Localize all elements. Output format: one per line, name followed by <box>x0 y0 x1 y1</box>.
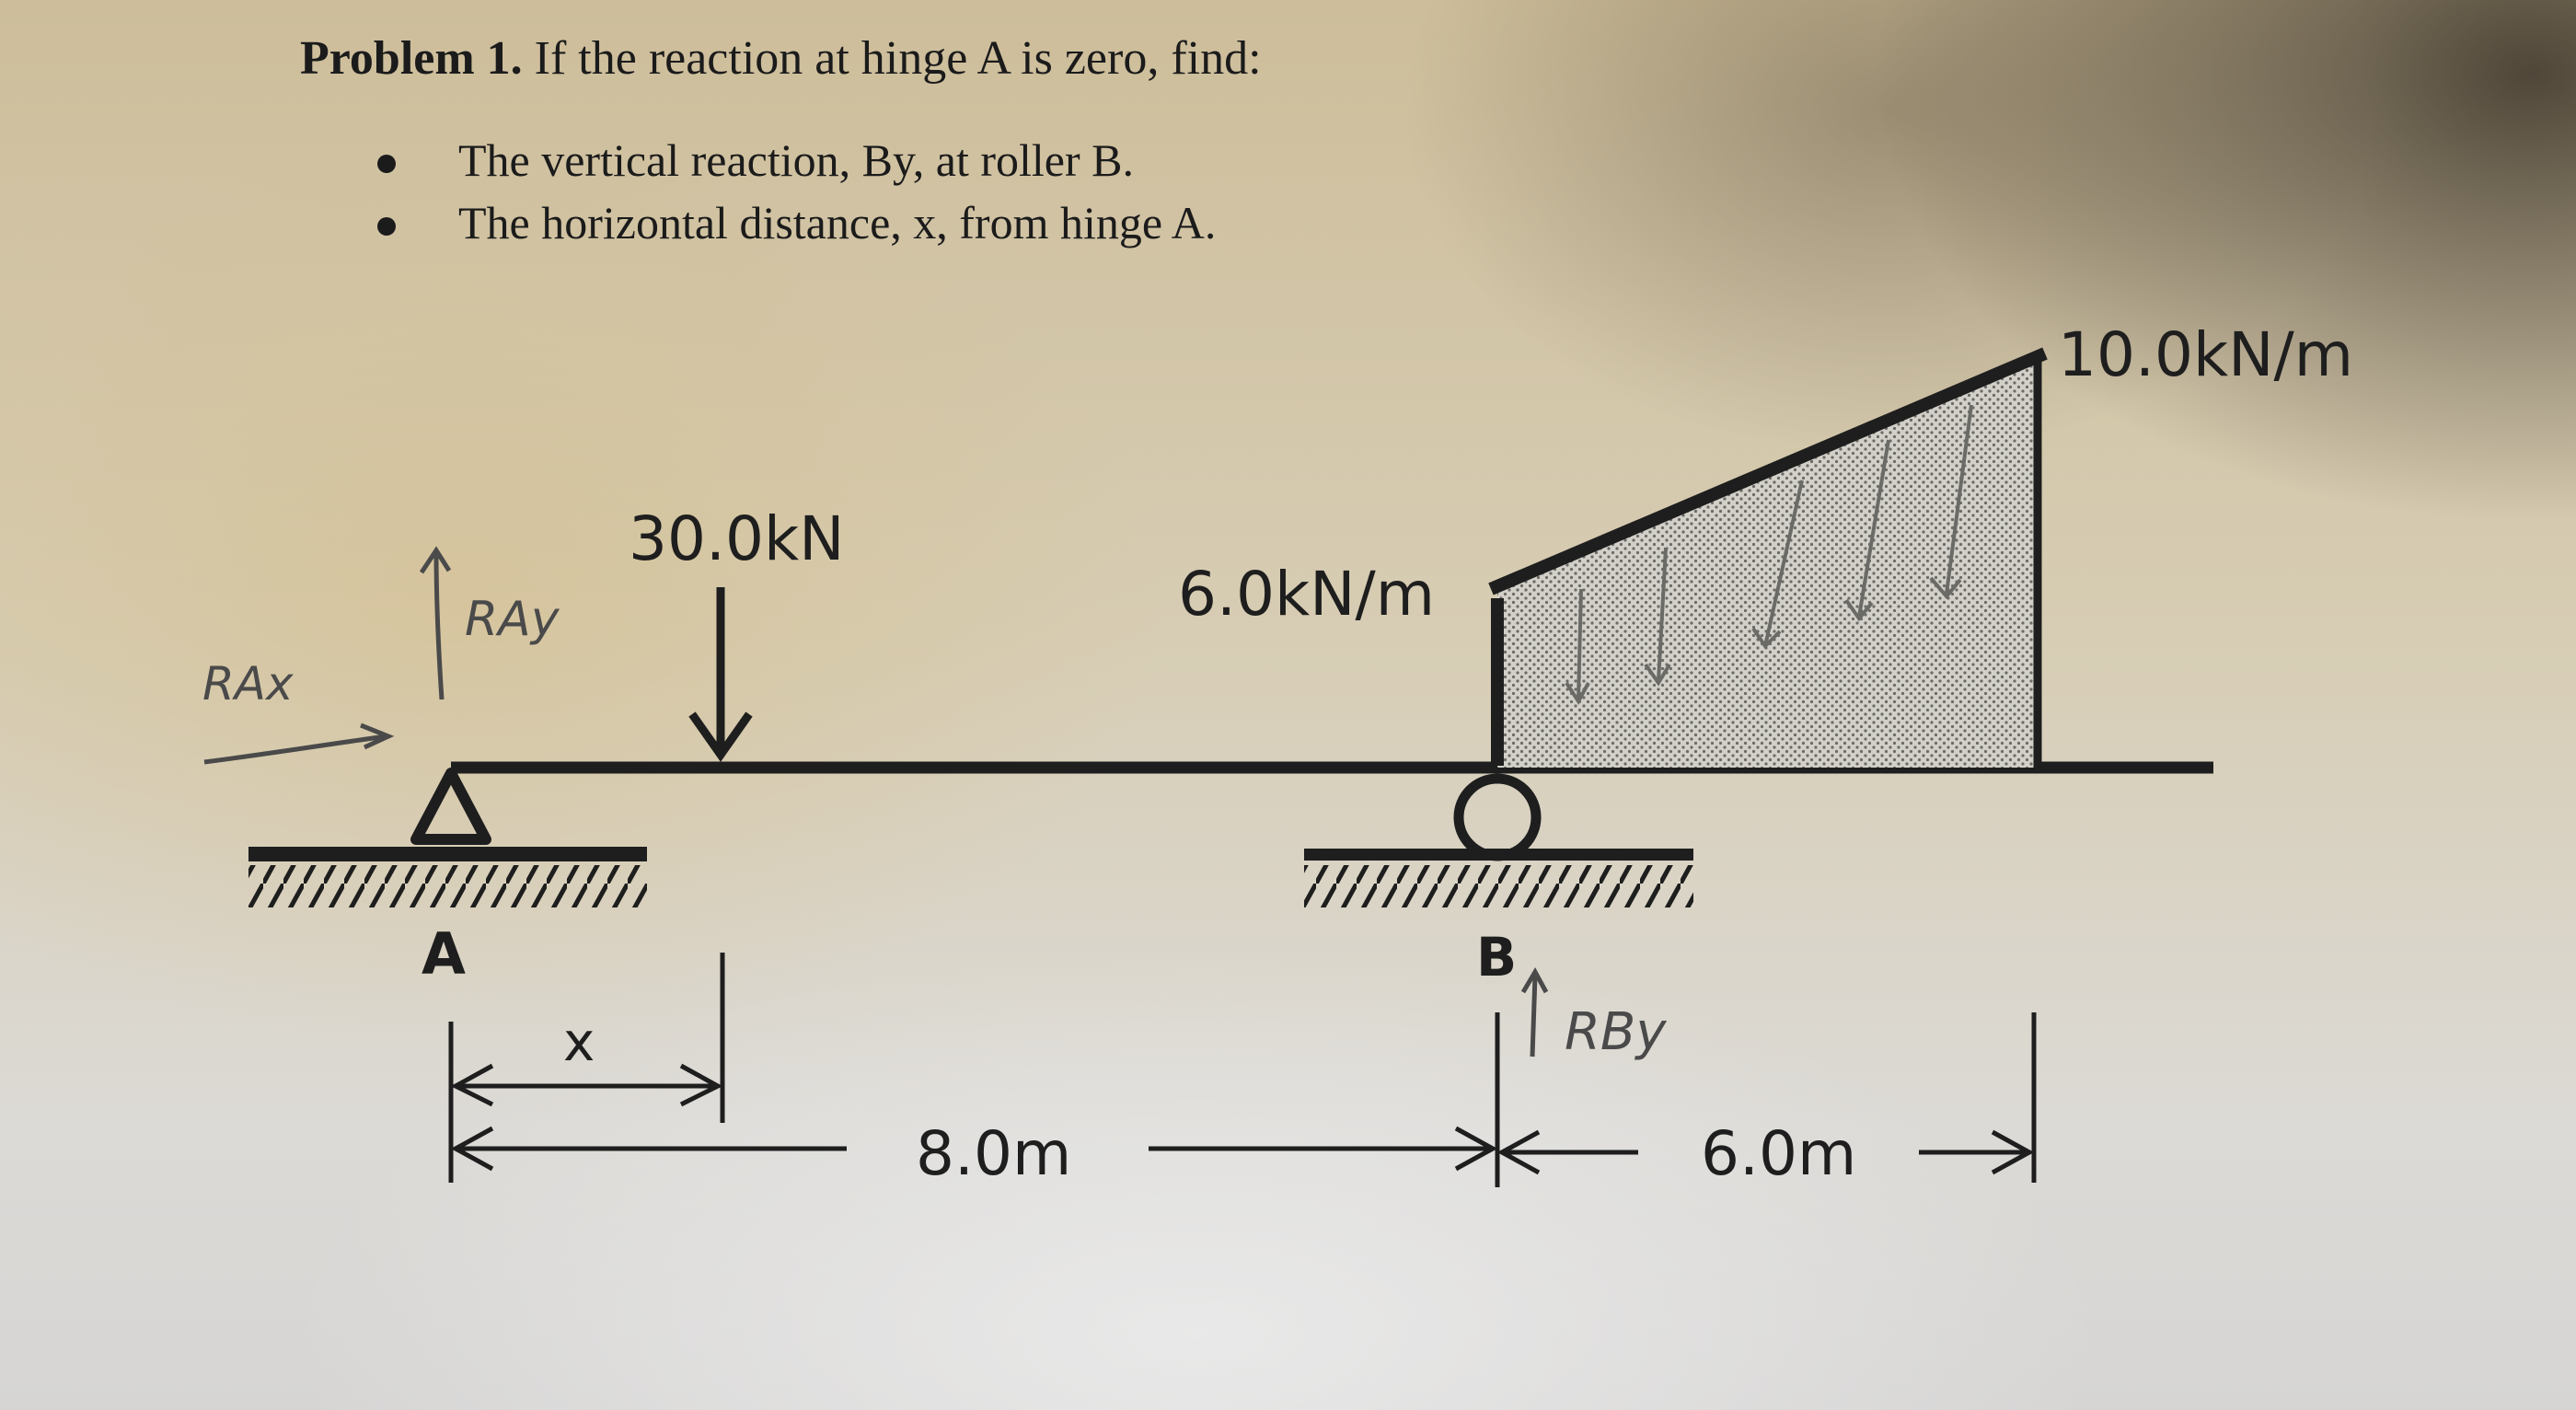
udl-end-label: 10.0kN/m <box>2058 319 2353 390</box>
distributed-load <box>1488 347 2048 768</box>
rax-label: RAx <box>202 657 294 711</box>
point-load-label: 30.0kN <box>629 503 845 574</box>
bullet-icon <box>377 155 396 173</box>
udl-start-label: 6.0kN/m <box>1178 559 1435 630</box>
ray-label: RAy <box>465 592 560 647</box>
question-item-by: The vertical reaction, By, at roller B. <box>368 129 1216 191</box>
problem-statement: If the reaction at hinge A is zero, find… <box>534 32 1262 85</box>
reaction-ray-arrow <box>419 546 452 700</box>
point-load-arrow <box>688 587 753 762</box>
support-a-label: A <box>422 920 466 988</box>
rby-label: RBy <box>1565 1002 1667 1062</box>
dimension-b-end <box>1496 1012 2037 1183</box>
problem-number: Problem 1. <box>300 32 523 85</box>
hinge-support-a <box>248 768 647 907</box>
dimension-ab <box>450 1012 1500 1187</box>
question-text: The vertical reaction, By, at roller B. <box>458 134 1134 186</box>
bullet-icon <box>377 217 396 236</box>
dim-b-end-label: 6.0m <box>1701 1118 1856 1189</box>
question-text: The horizontal distance, x, from hinge A… <box>458 197 1217 248</box>
reaction-rax-arrow <box>203 722 395 765</box>
dim-x-label: x <box>563 1011 595 1073</box>
reaction-rby-arrow <box>1520 966 1549 1058</box>
support-b-label: B <box>1476 926 1517 988</box>
question-list: The vertical reaction, By, at roller B. … <box>368 129 1216 254</box>
dimension-x <box>448 953 725 1183</box>
problem-heading: Problem 1. If the reaction at hinge A is… <box>300 28 1262 90</box>
dim-ab-label: 8.0m <box>916 1118 1071 1189</box>
question-item-x: The horizontal distance, x, from hinge A… <box>368 191 1216 254</box>
roller-support-b <box>1304 773 1693 907</box>
